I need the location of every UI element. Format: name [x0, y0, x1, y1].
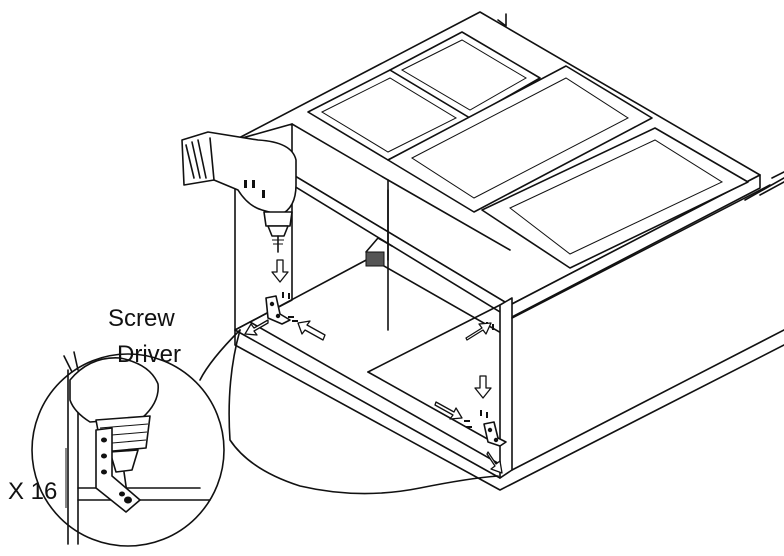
- corner-brackets: [265, 292, 507, 447]
- power-drill: [181, 131, 297, 253]
- tool-label-screw: Screw: [108, 305, 175, 332]
- detail-callout: [31, 329, 499, 547]
- tool-label-driver: Driver: [117, 341, 181, 368]
- direction-arrows: [244, 259, 503, 474]
- drawer-panels: [307, 31, 749, 269]
- cabinet-body: [234, 123, 784, 491]
- quantity-label: X 16: [8, 478, 58, 505]
